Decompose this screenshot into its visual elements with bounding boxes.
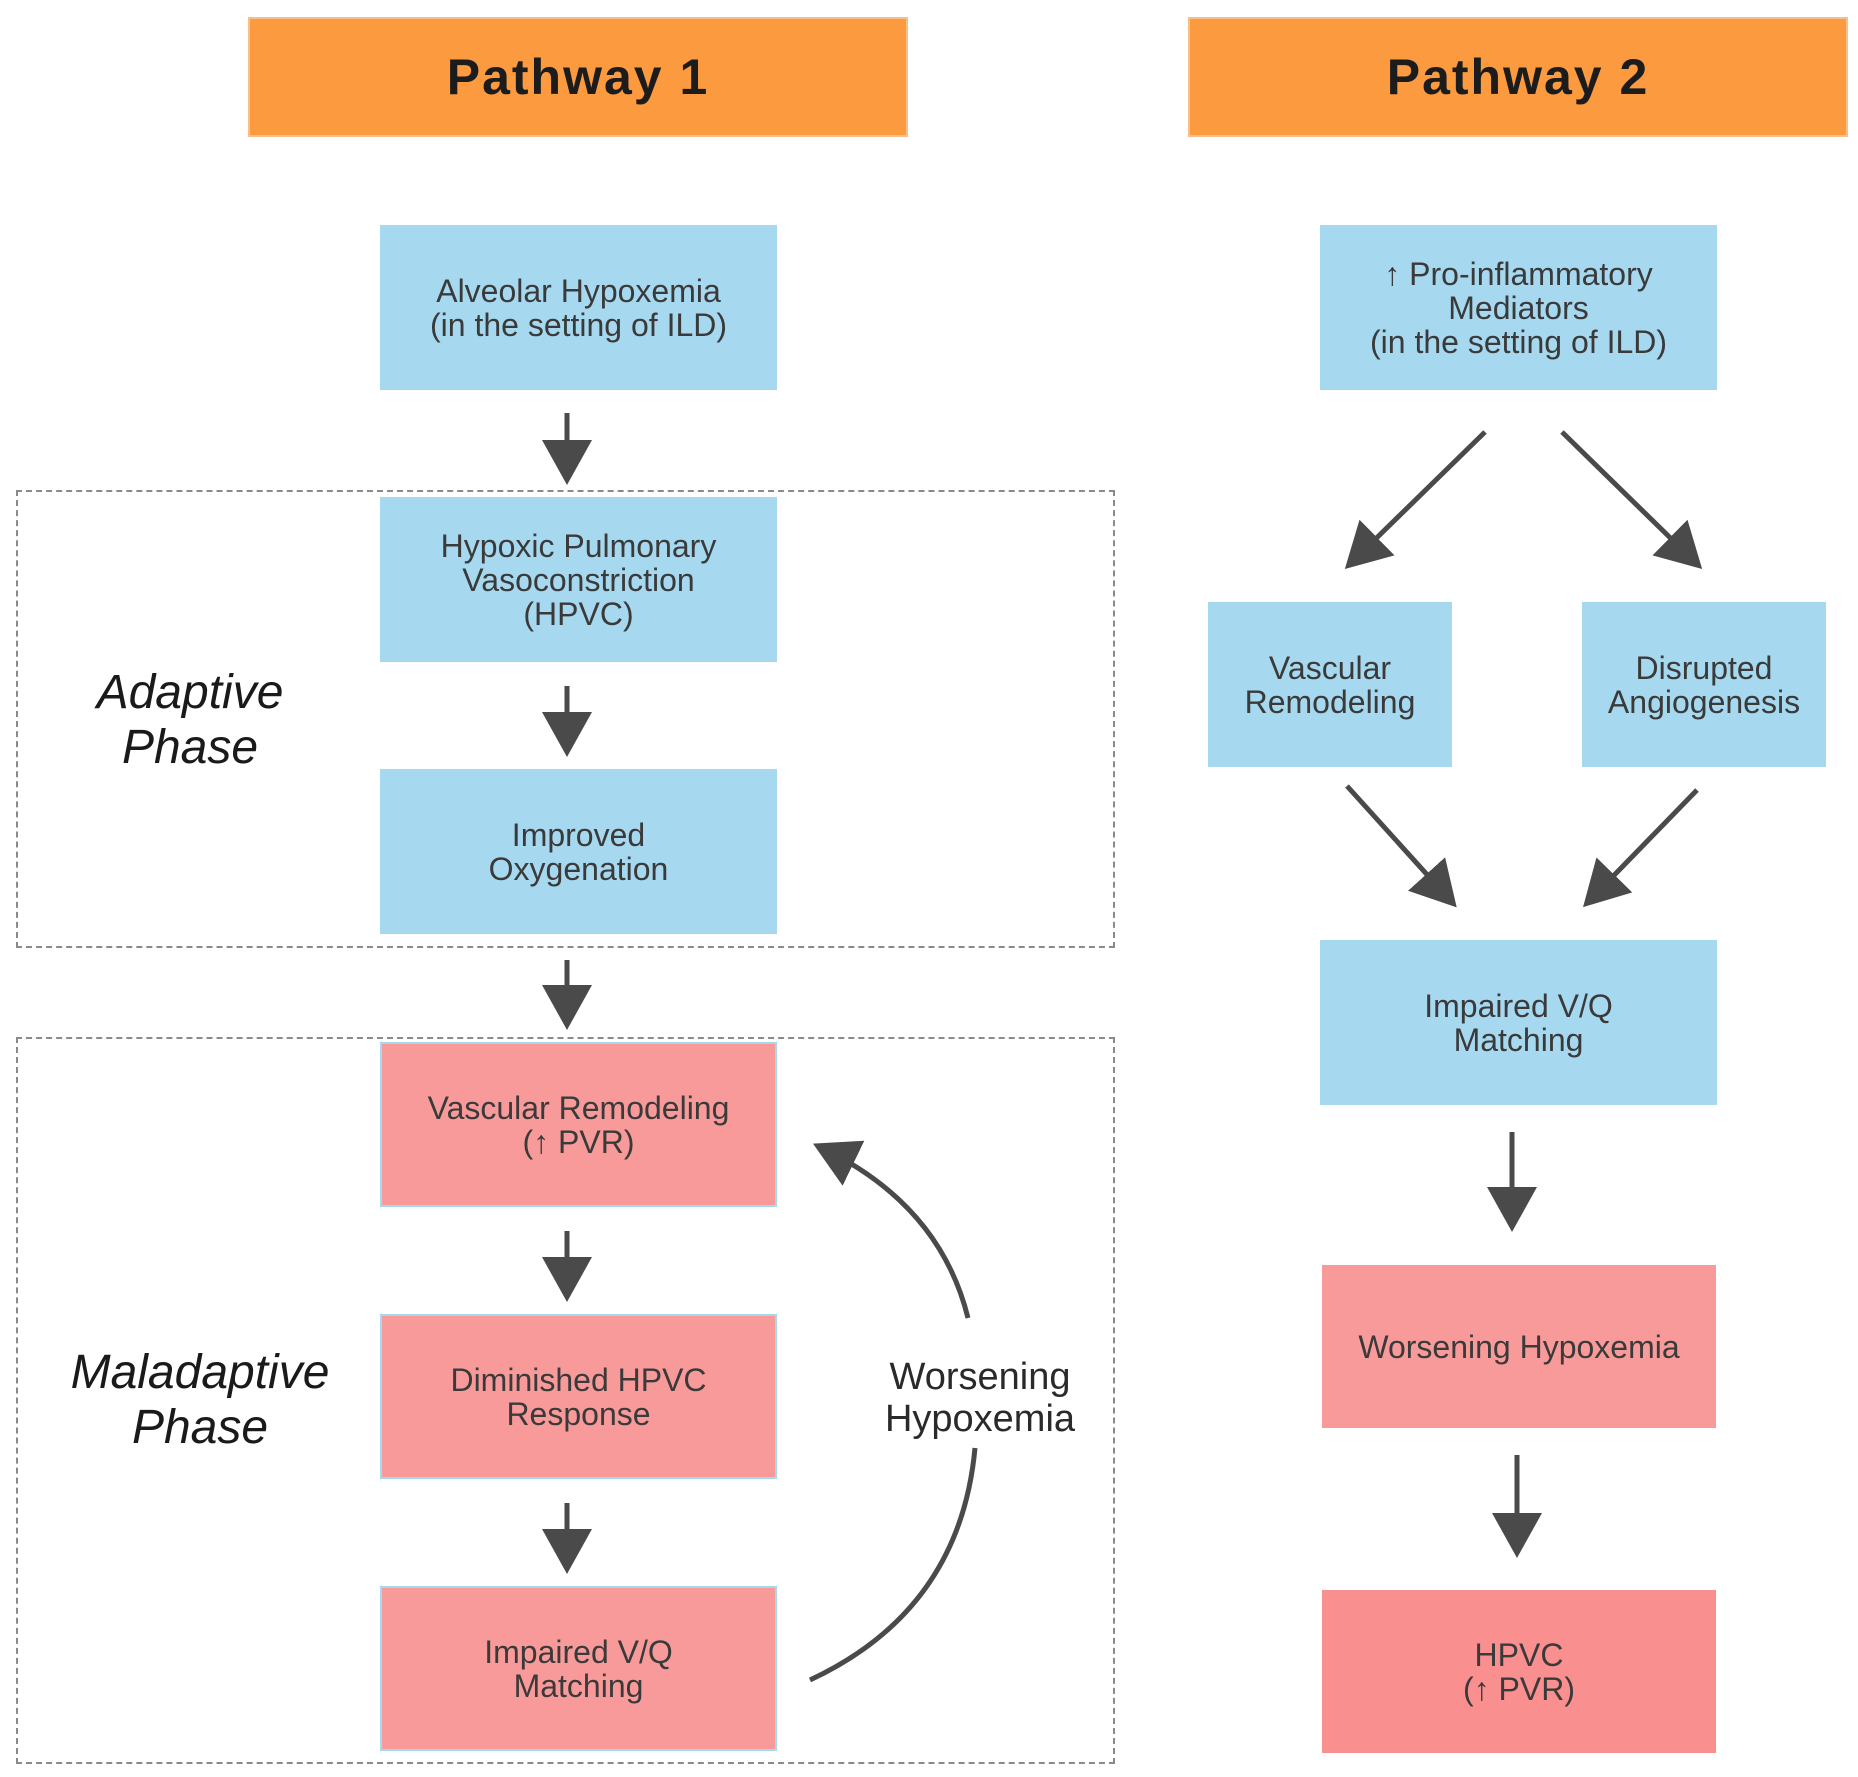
adaptive-phase-frame [16, 490, 1115, 948]
pathway-2-title: Pathway 2 [1386, 49, 1650, 105]
arrow-feedback-loop-upper [812, 1140, 971, 1319]
pathway-2-header: Pathway 2 [1188, 17, 1848, 137]
adaptive-phase-label: Adaptive Phase [96, 666, 284, 774]
pathway-1-title: Pathway 1 [446, 49, 710, 105]
node-impaired-vq-2: Impaired V/Q Matching [1320, 940, 1717, 1105]
worsening-hypoxemia-loop-label: Worsening Hypoxemia [884, 1356, 1076, 1440]
arrow-feedback-loop-lower [808, 1447, 978, 1683]
arrow-mediators-to-vascular [1344, 430, 1487, 569]
node-worsening-hypoxemia: Worsening Hypoxemia [1322, 1265, 1716, 1428]
node-impaired-vq-1: Impaired V/Q Matching [380, 1586, 777, 1751]
node-hpvc-pvr: HPVC (↑ PVR) [1322, 1590, 1716, 1753]
arrow-mediators-to-angiogenesis [1560, 430, 1703, 569]
maladaptive-phase-label: Maladaptive Phase [70, 1346, 330, 1454]
pathway-1-header: Pathway 1 [248, 17, 908, 137]
node-improved-oxygenation: Improved Oxygenation [380, 769, 777, 934]
node-alveolar-hypoxemia: Alveolar Hypoxemia (in the setting of IL… [380, 225, 777, 390]
node-vascular-remodeling-2: Vascular Remodeling [1208, 602, 1452, 767]
node-vascular-remodeling-pvr: Vascular Remodeling (↑ PVR) [380, 1042, 777, 1207]
maladaptive-phase-frame [16, 1037, 1115, 1764]
node-pro-inflammatory-mediators: ↑ Pro-inflammatory Mediators (in the set… [1320, 225, 1717, 390]
node-diminished-hpvc: Diminished HPVC Response [380, 1314, 777, 1479]
node-hpvc: Hypoxic Pulmonary Vasoconstriction (HPVC… [380, 497, 777, 662]
node-disrupted-angiogenesis: Disrupted Angiogenesis [1582, 602, 1826, 767]
arrow-angiogenesis-to-impaired [1583, 788, 1699, 908]
arrow-vascular-to-impaired [1345, 784, 1457, 908]
